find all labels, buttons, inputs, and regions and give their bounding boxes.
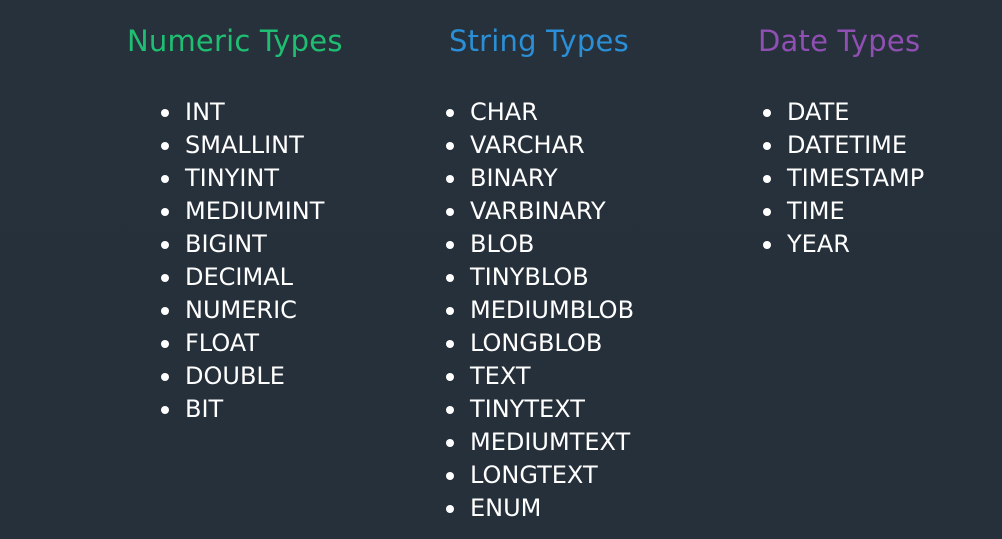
bullet-icon (446, 406, 454, 414)
bullet-icon (446, 109, 454, 117)
bullet-icon (446, 142, 454, 150)
date-types-heading: Date Types (758, 24, 921, 58)
date-type-item-label: TIME (787, 197, 845, 225)
date-type-item: DATE (762, 96, 924, 129)
date-type-item-label: DATETIME (787, 131, 908, 159)
string-type-item: MEDIUMBLOB (445, 294, 634, 327)
bullet-icon (446, 439, 454, 447)
bullet-icon (161, 208, 169, 216)
date-types-column: Date Types DATE DATETIME TIMESTAMP TIME YEAR (758, 22, 924, 258)
string-type-item: ENUM (445, 492, 634, 525)
numeric-type-item-label: NUMERIC (185, 296, 297, 324)
bullet-icon (446, 241, 454, 249)
numeric-type-item-label: TINYINT (185, 164, 280, 192)
bullet-icon (763, 175, 771, 183)
numeric-type-item: DOUBLE (160, 360, 324, 393)
numeric-type-item-label: DECIMAL (185, 263, 293, 291)
bullet-icon (161, 406, 169, 414)
bullet-icon (161, 307, 169, 315)
numeric-type-item-label: BIT (185, 395, 224, 423)
string-types-column: String Types CHAR VARCHAR BINARY VARBINARY B… (446, 22, 634, 522)
date-type-item: YEAR (762, 228, 924, 261)
string-type-item-label: MEDIUMTEXT (470, 428, 631, 456)
bullet-icon (763, 109, 771, 117)
bullet-icon (446, 208, 454, 216)
numeric-type-item: MEDIUMINT (160, 195, 324, 228)
bullet-icon (446, 472, 454, 480)
bullet-icon (161, 109, 169, 117)
bullet-icon (446, 373, 454, 381)
bullet-icon (763, 142, 771, 150)
numeric-type-item: TINYINT (160, 162, 324, 195)
bullet-icon (161, 175, 169, 183)
string-type-item: LONGBLOB (445, 327, 634, 360)
string-type-item-label: BINARY (470, 164, 558, 192)
numeric-type-item-label: DOUBLE (185, 362, 285, 390)
date-type-item-label: YEAR (787, 230, 850, 258)
bullet-icon (161, 241, 169, 249)
string-type-item: TEXT (445, 360, 634, 393)
string-type-item: TINYBLOB (445, 261, 634, 294)
date-type-item: TIMESTAMP (762, 162, 924, 195)
string-type-item-label: ENUM (470, 494, 542, 522)
bullet-icon (763, 241, 771, 249)
string-type-item-label: VARCHAR (470, 131, 585, 159)
bullet-icon (446, 175, 454, 183)
string-type-item: BINARY (445, 162, 634, 195)
string-type-item-label: CHAR (470, 98, 538, 126)
string-type-item-label: LONGBLOB (470, 329, 603, 357)
numeric-type-item: INT (160, 96, 324, 129)
date-type-item: TIME (762, 195, 924, 228)
string-type-item: MEDIUMTEXT (445, 426, 634, 459)
string-type-item-label: MEDIUMBLOB (470, 296, 635, 324)
numeric-type-item: NUMERIC (160, 294, 324, 327)
string-type-item-label: LONGTEXT (470, 461, 598, 489)
date-type-item-label: TIMESTAMP (787, 164, 925, 192)
string-type-item: VARBINARY (445, 195, 634, 228)
numeric-type-item: SMALLINT (160, 129, 324, 162)
numeric-type-item-label: MEDIUMINT (185, 197, 325, 225)
numeric-type-item: BIT (160, 393, 324, 426)
bullet-icon (446, 505, 454, 513)
bullet-icon (446, 307, 454, 315)
string-type-item: LONGTEXT (445, 459, 634, 492)
numeric-types-list: INT SMALLINT TINYINT MEDIUMINT BIGINT DECIMAL… (160, 96, 324, 426)
numeric-type-item-label: FLOAT (185, 329, 260, 357)
numeric-types-heading: Numeric Types (127, 24, 343, 58)
bullet-icon (446, 340, 454, 348)
bullet-icon (161, 142, 169, 150)
bullet-icon (161, 274, 169, 282)
string-types-heading: String Types (449, 24, 629, 58)
numeric-type-item: DECIMAL (160, 261, 324, 294)
date-types-list: DATE DATETIME TIMESTAMP TIME YEAR (762, 96, 924, 261)
numeric-type-item: BIGINT (160, 228, 324, 261)
string-type-item-label: TEXT (470, 362, 531, 390)
string-type-item-label: BLOB (470, 230, 535, 258)
bullet-icon (161, 340, 169, 348)
string-type-item: CHAR (445, 96, 634, 129)
bullet-icon (763, 208, 771, 216)
numeric-type-item-label: SMALLINT (185, 131, 304, 159)
numeric-types-column: Numeric Types INT SMALLINT TINYINT MEDIUMIN… (127, 22, 343, 423)
numeric-type-item-label: INT (185, 98, 225, 126)
string-type-item: TINYTEXT (445, 393, 634, 426)
string-type-item-label: TINYBLOB (470, 263, 589, 291)
date-type-item: DATETIME (762, 129, 924, 162)
numeric-type-item-label: BIGINT (185, 230, 267, 258)
date-type-item-label: DATE (787, 98, 850, 126)
string-types-list: CHAR VARCHAR BINARY VARBINARY BLOB TINYBLOB ME… (445, 96, 634, 525)
string-type-item: BLOB (445, 228, 634, 261)
string-type-item-label: VARBINARY (470, 197, 606, 225)
numeric-type-item: FLOAT (160, 327, 324, 360)
bullet-icon (161, 373, 169, 381)
string-type-item-label: TINYTEXT (470, 395, 585, 423)
string-type-item: VARCHAR (445, 129, 634, 162)
bullet-icon (446, 274, 454, 282)
